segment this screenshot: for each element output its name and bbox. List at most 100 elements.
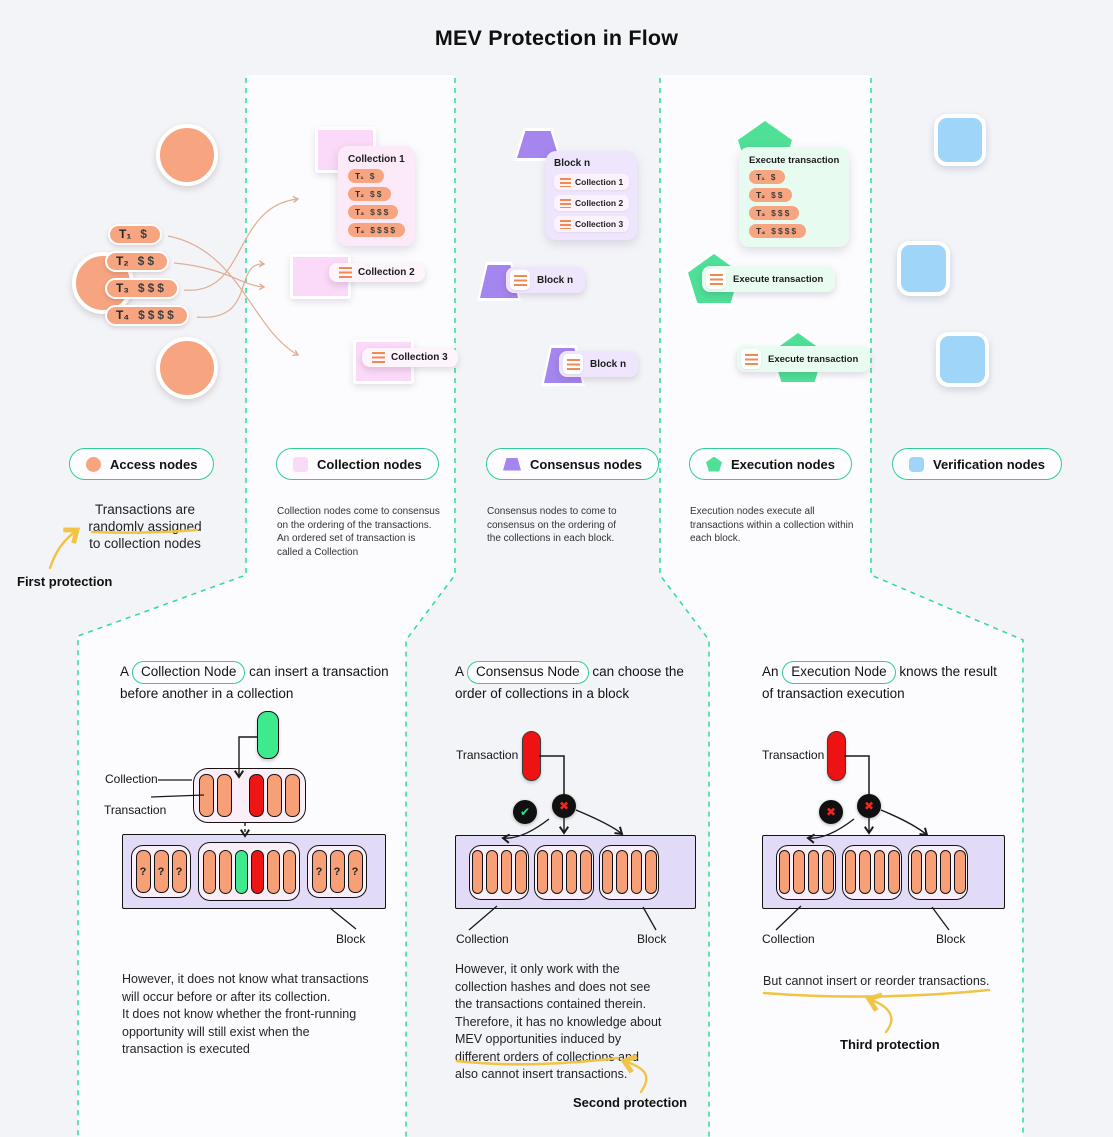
unknown-transaction-pill: ? (347, 850, 363, 893)
transaction-label: Transaction (456, 748, 519, 762)
legend-verification-nodes: Verification nodes (892, 448, 1062, 480)
block-label: Block (637, 932, 667, 946)
transaction-pill (778, 850, 790, 894)
unknown-transaction-pill: ? (153, 850, 169, 893)
transaction-id: T₂ (756, 190, 765, 200)
collection (534, 844, 594, 900)
block-badge-label: Block n (537, 274, 574, 286)
transaction-pill: T₂ $$ (348, 187, 392, 201)
transaction-amount: $ (770, 172, 778, 182)
verification-node-shape (934, 114, 986, 166)
transaction-amount: $$$$ (138, 308, 177, 322)
transaction-pill (910, 850, 922, 894)
unknown-transaction-pill: ? (311, 850, 327, 893)
icon-box (706, 269, 726, 289)
list-icon (372, 352, 385, 363)
section3-body: But cannot insert or reorder transaction… (763, 974, 990, 988)
block-container (455, 835, 696, 909)
transaction-pill (217, 774, 233, 817)
own-collection (198, 842, 300, 901)
icon-box (563, 354, 583, 374)
transaction-pill: T₂ $$ (105, 251, 170, 272)
transaction-pill (218, 849, 232, 894)
transaction-pill-red (522, 731, 541, 781)
transaction-pill (888, 850, 900, 894)
second-protection-label: Second protection (573, 1095, 688, 1110)
choose-arrow-right (575, 809, 624, 836)
unknown-transaction-pill: ? (171, 850, 187, 893)
cross-icon: ✖ (857, 794, 881, 818)
collection-2-badge: Collection 2 (329, 263, 425, 282)
square-icon (293, 456, 308, 472)
cross-icon: ✖ (819, 800, 843, 824)
transaction-pill (630, 850, 642, 894)
transaction-pill (500, 850, 512, 894)
legend-execution-nodes: Execution nodes (689, 448, 853, 480)
header-text: An (762, 664, 779, 679)
collection-leader-line (775, 905, 802, 931)
transaction-pill (844, 850, 856, 894)
transaction-pill (807, 850, 819, 894)
execute-card-title: Execute transaction (749, 155, 840, 166)
transaction-pill (284, 774, 300, 817)
body-line: MEV opportunities induced by (455, 1032, 622, 1046)
verification-node-shape (936, 332, 989, 387)
body-line: However, it does not know what transacti… (122, 972, 369, 986)
transaction-amount: $$ (369, 189, 384, 199)
block-leader-line (931, 906, 950, 931)
block-n-card: Block n Collection 1 Collection 2 Collec… (546, 151, 638, 240)
transaction-id: T₄ (116, 308, 130, 322)
block-row: Collection 2 (554, 195, 630, 211)
execution-description: Execution nodes execute all transactions… (690, 506, 854, 544)
transaction-amount: $ (369, 171, 377, 181)
legend-collection-nodes: Collection nodes (276, 448, 439, 480)
transaction-amount: $$$ (370, 207, 391, 217)
block-label: Block (336, 932, 366, 946)
transaction-pill (551, 850, 563, 894)
transaction-id: T₁ (756, 172, 765, 182)
third-protection-label: Third protection (840, 1037, 940, 1052)
access-description-line: Transactions are (94, 502, 196, 517)
body-line: collection hashes and does not see (455, 979, 651, 994)
unknown-collection: ? ? ? (307, 845, 367, 898)
block-leader-line (642, 906, 657, 931)
circle-icon (86, 456, 101, 472)
block-label: Block (936, 932, 966, 946)
header-text: A (120, 664, 129, 679)
assignment-arrow-2 (173, 262, 266, 291)
execute-transaction-badge: Execute transaction (702, 266, 836, 292)
transaction-id: T₂ (355, 189, 364, 199)
check-icon: ✔ (513, 800, 537, 824)
transaction-amount: $$$ (137, 281, 167, 295)
section2-body: However, it only work with the collectio… (455, 961, 661, 1084)
collection-label: Collection (105, 772, 158, 786)
section1-body: However, it does not know what transacti… (122, 971, 369, 1059)
transaction-pill (515, 850, 527, 894)
block-n-badge: Block n (506, 267, 586, 293)
icon-box (510, 270, 530, 290)
header-text: A (455, 664, 464, 679)
collection-label: Collection (762, 932, 815, 946)
consensus-node-pill: Consensus Node (467, 661, 589, 684)
collection-badge-label: Collection 2 (358, 267, 415, 278)
underline-cannot-reorder (762, 988, 991, 998)
block-row-label: Collection 2 (575, 198, 624, 208)
list-icon (560, 219, 571, 229)
transaction-pill (580, 850, 592, 894)
transaction-amount: $$$$ (370, 225, 398, 235)
access-description-line: to collection nodes (89, 536, 201, 551)
verification-node-shape (897, 241, 950, 296)
block-container: ? ? ? ? ? ? (122, 834, 386, 909)
transaction-pill: T₄ $$$$ (105, 305, 189, 326)
transaction-pill (793, 850, 805, 894)
assignment-arrow-3 (183, 195, 300, 291)
unknown-transaction-pill: ? (135, 850, 151, 893)
body-line: the transactions contained therein. (455, 997, 647, 1011)
section1-header: A Collection Node can insert a transacti… (120, 661, 400, 704)
transaction-pill-red (827, 731, 846, 781)
transaction-amount: $ (140, 227, 150, 241)
trapezoid-icon (503, 457, 521, 471)
transaction-connector (539, 755, 565, 795)
transaction-pill (486, 850, 498, 894)
transaction-pill (282, 849, 296, 894)
